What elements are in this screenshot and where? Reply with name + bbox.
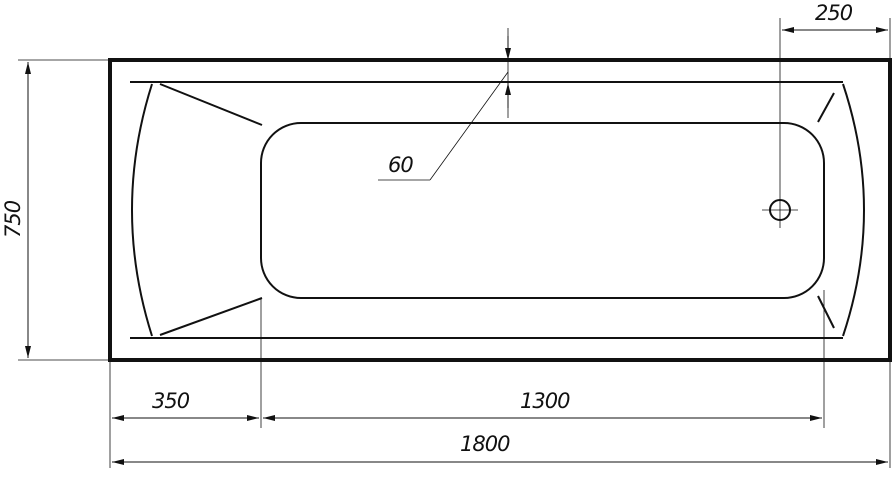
basin-outline (260, 122, 825, 299)
headrest-line-top (159, 83, 263, 126)
left-rim-curve (131, 83, 153, 337)
corner-line-top (817, 92, 835, 123)
dim-label-1300: 1300 (520, 389, 570, 413)
headrest-line-bottom (159, 297, 263, 336)
dim-leader-60 (429, 71, 509, 181)
dim-label-250: 250 (815, 1, 853, 25)
dim-label-1800: 1800 (460, 432, 510, 456)
corner-line-bottom (817, 295, 835, 329)
dim-label-350: 350 (152, 389, 190, 413)
dim-label-60: 60 (388, 153, 413, 177)
right-rim-curve (842, 83, 865, 337)
tub-outline (108, 58, 892, 362)
dim-label-750: 750 (1, 200, 25, 238)
